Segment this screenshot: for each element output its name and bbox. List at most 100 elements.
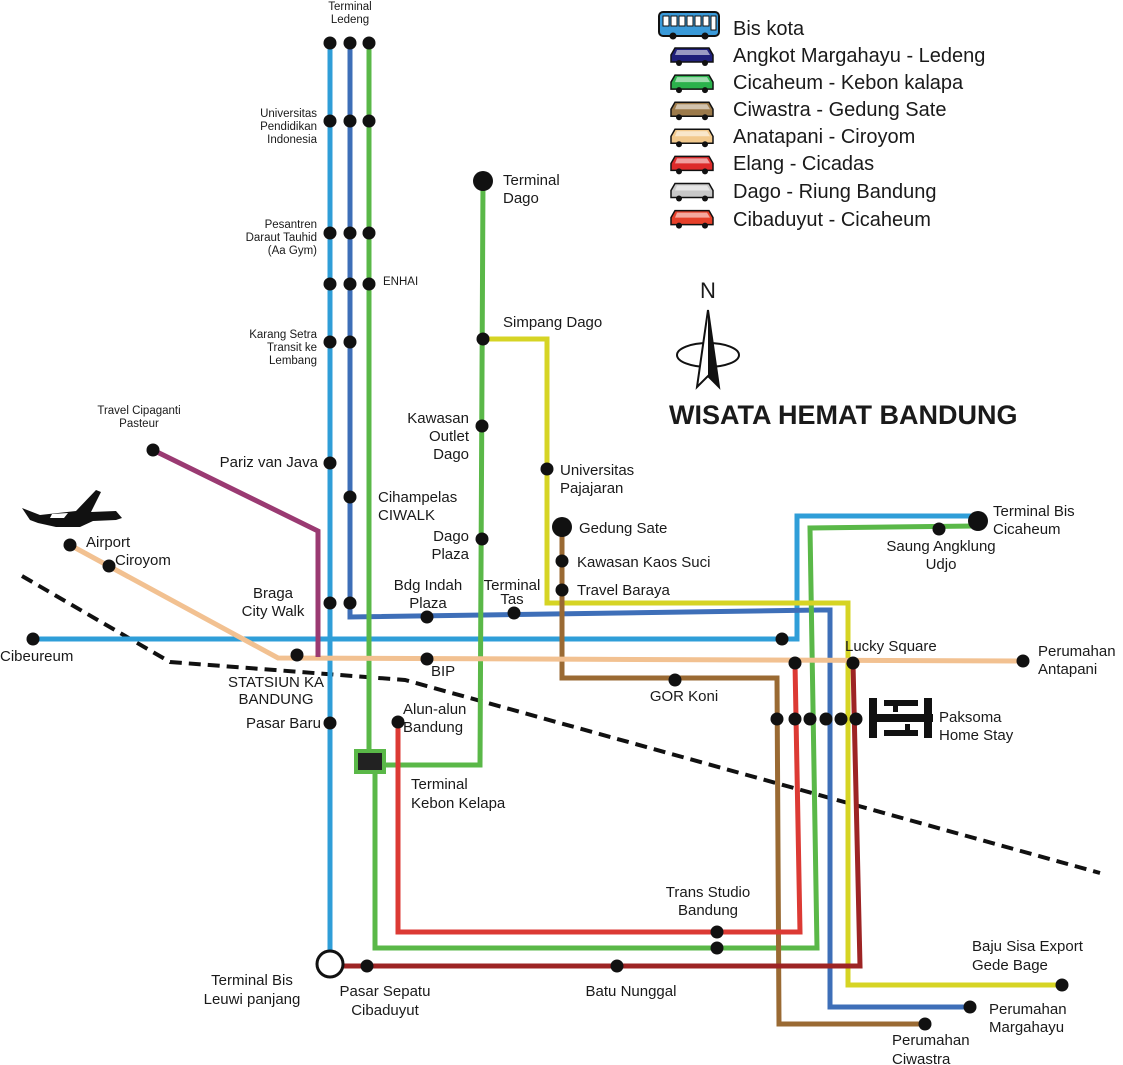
stop-dot (323, 456, 337, 470)
stop-dot (555, 583, 569, 597)
legend-icon-angkot-2 (670, 74, 714, 94)
stop-dot (343, 277, 357, 291)
legend-icon-angkot-5 (670, 155, 714, 175)
label-airport: Airport (86, 534, 131, 551)
stop-dot (788, 712, 802, 726)
stop-dot (323, 716, 337, 730)
stop-dot (343, 490, 357, 504)
stop-dot (343, 114, 357, 128)
stop-dot (146, 443, 160, 457)
route-bis-kota-east-west (33, 513, 980, 642)
stop-dot (323, 226, 337, 240)
label-gor-koni: GOR Koni (650, 688, 718, 705)
legend-icon-angkot-3 (670, 101, 714, 121)
legend-label-2: Cicaheum - Kebon kalapa (733, 72, 964, 94)
label-cibeureum: Cibeureum (0, 648, 73, 665)
stop-dot (819, 712, 833, 726)
legend-label-3: Ciwastra - Gedung Sate (733, 99, 946, 121)
stop-dot (475, 419, 489, 433)
route-travel-cipaganti (151, 447, 321, 657)
stop-dot (362, 226, 376, 240)
legend: Bis kota Angkot Margahayu - Ledeng Cicah… (658, 11, 985, 231)
label-travel-baraya: Travel Baraya (577, 582, 670, 599)
legend-icon-bus (658, 11, 720, 40)
stop-dot (710, 925, 724, 939)
route-elang-cicadas (395, 662, 803, 935)
routes (33, 42, 1062, 1027)
label-pasar-baru: Pasar Baru (246, 715, 321, 732)
route-antapani-ciroyom (68, 542, 1024, 664)
stop-dot (475, 532, 489, 546)
stop-dot (323, 596, 337, 610)
legend-icon-angkot-7 (670, 209, 714, 229)
stop-dot (323, 114, 337, 128)
terminal-leuwi-panjang-marker (315, 949, 345, 979)
legend-icon-angkot-6 (670, 182, 714, 202)
stop-dot (343, 335, 357, 349)
stop-dot (770, 712, 784, 726)
stop-dot (323, 277, 337, 291)
stop-dot (323, 36, 337, 50)
label-gedung-sate: Gedung Sate (579, 520, 667, 537)
label-bip: BIP (431, 663, 455, 680)
stop-dot (834, 712, 848, 726)
stop-dot (343, 36, 357, 50)
legend-label-4: Anatapani - Ciroyom (733, 126, 915, 148)
compass-icon: N (676, 278, 740, 390)
stop-dot (610, 959, 624, 973)
stop-dot (26, 632, 40, 646)
route-ciwastra-gedung-sate (559, 527, 925, 1027)
stop-dot (391, 715, 405, 729)
stop-dot (323, 335, 337, 349)
gedung-sate-marker (552, 517, 572, 537)
legend-icon-angkot-1 (670, 47, 714, 66)
route-cibaduyut-cicaheum (330, 662, 863, 969)
legend-label-6: Dago - Riung Bandung (733, 181, 936, 203)
label-pariz: Pariz van Java (220, 454, 319, 471)
stop-dot (1016, 654, 1030, 668)
label-kaos-suci: Kawasan Kaos Suci (577, 554, 710, 571)
stop-dot (803, 712, 817, 726)
stop-dot (362, 277, 376, 291)
stop-dot (1055, 978, 1069, 992)
terminal-dago-marker (473, 171, 493, 191)
stop-dot (668, 673, 682, 687)
stop-dot (932, 522, 946, 536)
stop-dot (540, 462, 554, 476)
stop-dot (362, 36, 376, 50)
airplane-icon (22, 490, 122, 527)
route-dago-riung-bandung (483, 336, 1062, 988)
paksoma-hotel-icon (869, 698, 933, 738)
stops (26, 36, 1069, 1031)
route-margahayu-ledeng (347, 42, 970, 1010)
label-simpang-dago: Simpang Dago (503, 314, 602, 331)
label-lucky-square: Lucky Square (845, 638, 937, 655)
stop-dot (362, 114, 376, 128)
legend-label-1: Angkot Margahayu - Ledeng (733, 45, 985, 67)
stop-dot (420, 652, 434, 666)
stop-dot (102, 559, 116, 573)
boundary-dashed-line (20, 574, 1101, 875)
stop-dot (963, 1000, 977, 1014)
terminal-cicaheum-marker (968, 511, 988, 531)
stop-dot (507, 606, 521, 620)
